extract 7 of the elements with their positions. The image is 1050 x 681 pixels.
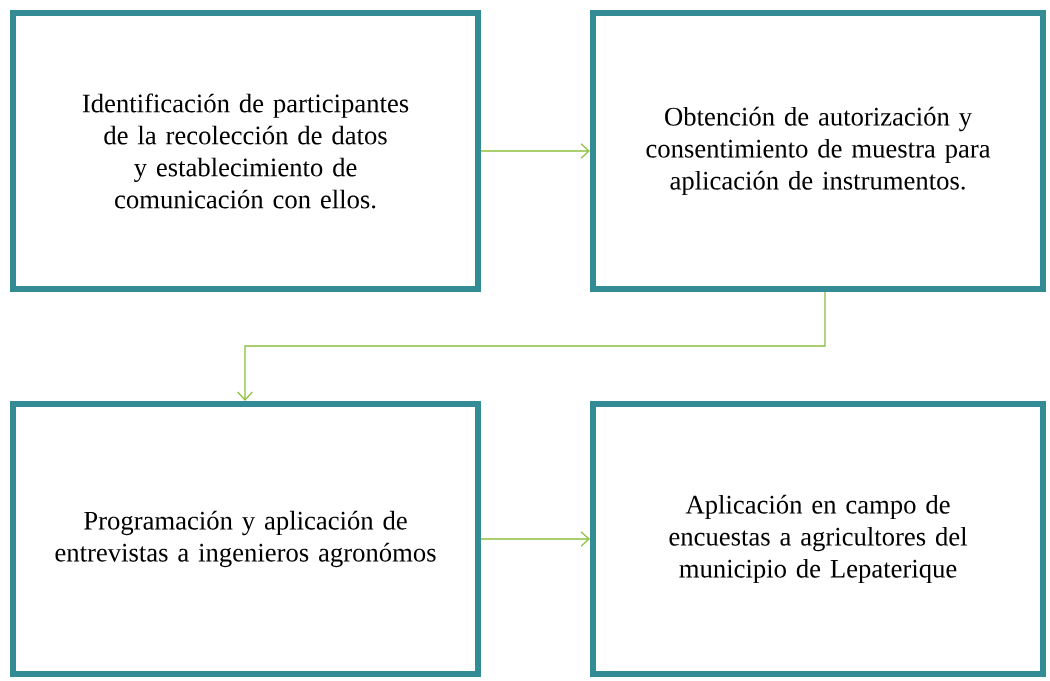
- process-box: Aplicación en campo de encuestas a agricultores del municipio de Lepaterique: [590, 401, 1046, 677]
- process-box: Obtención de autorización y consentimiento de muestra para aplicación de instrumentos.: [590, 10, 1046, 292]
- arrow: [237, 291, 826, 401]
- arrow: [480, 531, 590, 547]
- arrow: [480, 143, 590, 159]
- process-box: Identificación de participantes de la recolección de datos y establecimiento de comunicación con ellos.: [10, 10, 481, 292]
- process-box: Programación y aplicación de entrevistas a ingenieros agronómos: [10, 401, 481, 677]
